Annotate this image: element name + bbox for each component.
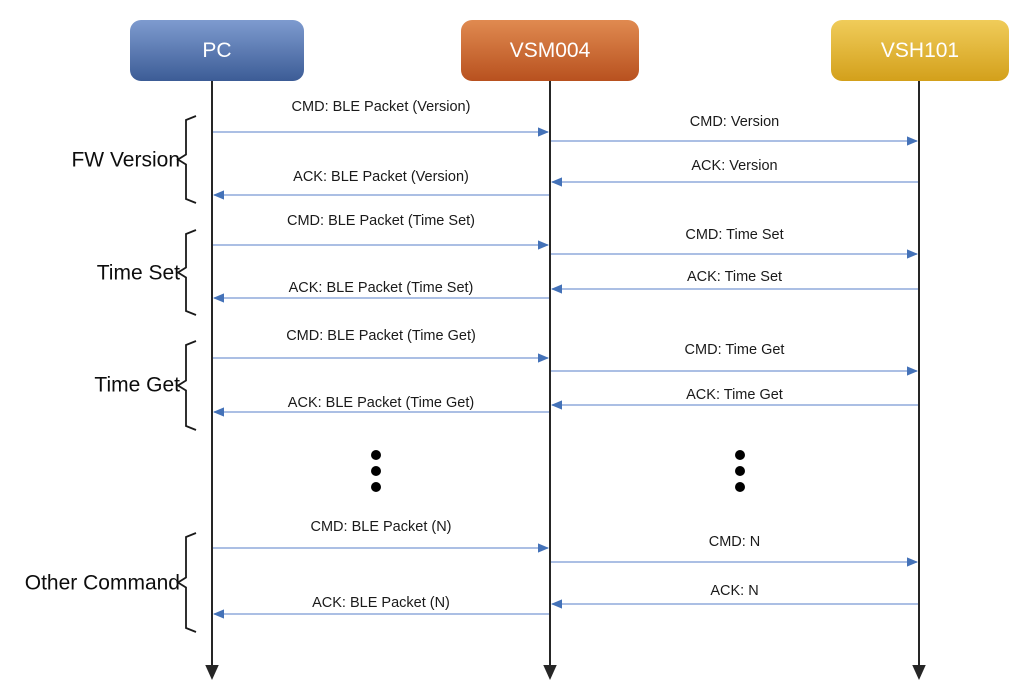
group-label-g2: Time Set xyxy=(97,262,180,285)
group-g4: Other Command xyxy=(25,532,197,633)
message-m1: CMD: BLE Packet (Version) xyxy=(213,99,550,137)
message-m16: ACK: BLE Packet (N) xyxy=(212,595,549,619)
group-label-g3: Time Get xyxy=(94,374,180,397)
message-label: ACK: BLE Packet (Version) xyxy=(293,169,469,185)
group-brace xyxy=(176,532,197,633)
message-label: CMD: BLE Packet (N) xyxy=(311,519,452,535)
message-label: CMD: N xyxy=(709,534,761,550)
message-label: ACK: Time Set xyxy=(687,269,782,285)
group-label-g4: Other Command xyxy=(25,572,180,595)
message-m10: CMD: Time Get xyxy=(551,342,919,376)
actor-vsm004[interactable]: VSM004 xyxy=(461,20,639,81)
lifelines-layer xyxy=(205,81,926,680)
message-label: CMD: BLE Packet (Version) xyxy=(292,99,471,115)
group-g2: Time Set xyxy=(97,229,197,316)
group-brace xyxy=(176,229,197,316)
message-label: ACK: BLE Packet (N) xyxy=(312,595,450,611)
message-label: CMD: BLE Packet (Time Get) xyxy=(286,328,476,344)
message-m5: CMD: BLE Packet (Time Set) xyxy=(213,213,550,250)
message-label: ACK: BLE Packet (Time Set) xyxy=(289,280,474,296)
actor-pc[interactable]: PC xyxy=(130,20,304,81)
actor-vsh101[interactable]: VSH101 xyxy=(831,20,1009,81)
group-brace xyxy=(176,115,197,204)
message-m11: ACK: Time Get xyxy=(550,387,918,410)
message-m7: ACK: Time Set xyxy=(550,269,918,294)
message-m12: ACK: BLE Packet (Time Get) xyxy=(212,395,549,417)
vertical-ellipsis-icon xyxy=(735,450,745,492)
message-label: CMD: Version xyxy=(690,114,779,130)
message-label: ACK: Time Get xyxy=(686,387,783,403)
actor-boxes-layer: PC VSM004 VSH101 xyxy=(130,20,1009,81)
message-label: ACK: N xyxy=(710,583,758,599)
message-m2: CMD: Version xyxy=(551,114,919,146)
group-g1: FW Version xyxy=(71,115,197,204)
vertical-ellipsis-icon xyxy=(371,450,381,492)
group-g3: Time Get xyxy=(94,340,197,431)
actor-label-vsm004: VSM004 xyxy=(510,39,591,62)
message-m13: CMD: BLE Packet (N) xyxy=(213,519,550,553)
group-label-g1: FW Version xyxy=(71,149,180,172)
message-label: CMD: BLE Packet (Time Set) xyxy=(287,213,475,229)
actor-box-vsm004[interactable] xyxy=(461,20,639,81)
ellipsis-layer xyxy=(371,450,745,492)
actor-label-vsh101: VSH101 xyxy=(881,39,959,62)
message-m15: ACK: N xyxy=(550,583,918,609)
message-m3: ACK: Version xyxy=(550,158,918,187)
actor-box-pc[interactable] xyxy=(130,20,304,81)
message-m14: CMD: N xyxy=(551,534,919,567)
message-m9: CMD: BLE Packet (Time Get) xyxy=(213,328,550,363)
message-m6: CMD: Time Set xyxy=(551,227,919,259)
message-label: CMD: Time Set xyxy=(685,227,783,243)
message-m4: ACK: BLE Packet (Version) xyxy=(212,169,549,200)
message-label: CMD: Time Get xyxy=(685,342,785,358)
actor-box-vsh101[interactable] xyxy=(831,20,1009,81)
message-label: ACK: Version xyxy=(691,158,777,174)
actor-label-pc: PC xyxy=(202,39,231,62)
group-brace xyxy=(176,340,197,431)
messages-layer: CMD: BLE Packet (Version) CMD: VersionACK… xyxy=(212,99,919,619)
message-label: ACK: BLE Packet (Time Get) xyxy=(288,395,474,411)
message-m8: ACK: BLE Packet (Time Set) xyxy=(212,280,549,303)
